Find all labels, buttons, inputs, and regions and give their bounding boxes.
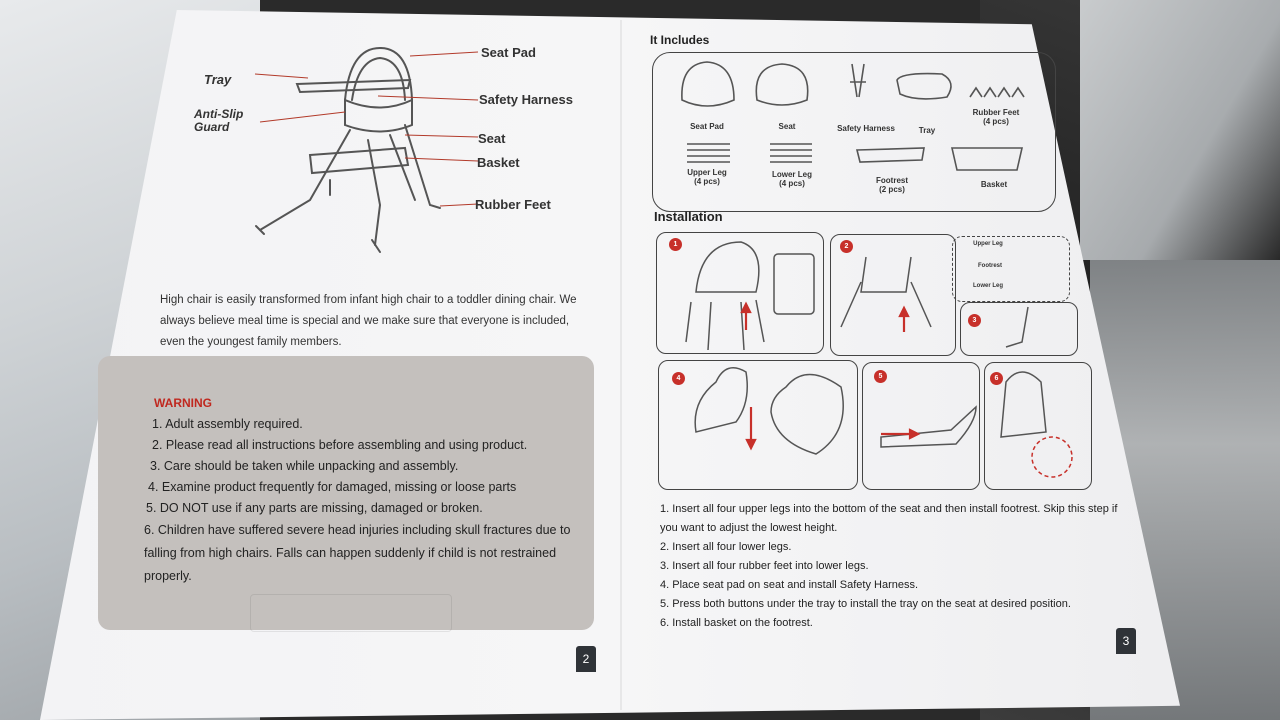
label-basket: Basket (477, 155, 520, 170)
label-tray: Tray (204, 72, 232, 87)
warning-item: 4. Examine product frequently for damage… (148, 480, 517, 494)
part-tray: Tray (918, 126, 936, 135)
installation-illustrations (685, 241, 1073, 478)
step-6-panel (984, 362, 1092, 490)
harness-icon (850, 63, 866, 98)
label-seat-pad: Seat Pad (481, 45, 536, 60)
label-seat: Seat (478, 131, 506, 146)
upper-leg-icon (687, 143, 730, 163)
tray-icon (896, 72, 952, 100)
label-anti-slip-guard: Anti-Slip Guard (194, 107, 244, 134)
part-rubber-feet: Rubber Feet (4 pcs) (972, 108, 1020, 126)
lower-leg-icon (770, 143, 812, 163)
step-detail-panel (952, 236, 1070, 302)
installation-steps: 1. Insert all four upper legs into the b… (660, 500, 1120, 633)
page-number-2: 2 (576, 646, 596, 672)
step-4-panel (658, 360, 858, 490)
detail-upper-leg-label: Upper Leg (973, 241, 1003, 247)
warning-item: 2. Please read all instructions before a… (152, 438, 528, 452)
installation-title: Installation (654, 209, 723, 224)
warning-item: 1. Adult assembly required. (152, 417, 303, 431)
step-1-badge: 1 (669, 238, 682, 251)
basket-icon (950, 147, 1024, 171)
high-chair-diagram (254, 46, 479, 253)
step-text: 6. Install basket on the footrest. (660, 617, 813, 629)
step-text: 4. Place seat pad on seat and install Sa… (660, 579, 919, 591)
step-6-badge: 6 (990, 372, 1003, 385)
rubber-feet-icon (969, 86, 1025, 98)
part-safety-harness: Safety Harness (837, 124, 895, 133)
intro-paragraph: High chair is easily transformed from in… (160, 293, 577, 348)
part-basket: Basket (980, 180, 1008, 189)
parts-illustrations (681, 61, 1025, 171)
seat-icon (755, 63, 809, 106)
step-5-panel (862, 362, 980, 490)
step-5-badge: 5 (874, 370, 887, 383)
step-3-badge: 3 (968, 314, 981, 327)
part-seat-pad: Seat Pad (690, 122, 724, 131)
detail-footrest-label: Footrest (978, 263, 1002, 269)
warning-list: 1. Adult assembly required. 2. Please re… (140, 414, 590, 588)
part-lower-leg: Lower Leg (4 pcs) (771, 170, 812, 188)
warning-item: 6. Children have suffered severe head in… (144, 523, 571, 583)
footrest-icon (855, 147, 925, 163)
part-upper-leg: Upper Leg (4 pcs) (687, 168, 727, 186)
step-1-panel (656, 232, 824, 354)
part-footrest: Footrest (2 pcs) (876, 176, 908, 194)
page-fold (620, 20, 622, 710)
step-4-badge: 4 (672, 372, 685, 385)
step-text: 2. Insert all four lower legs. (660, 541, 792, 553)
includes-title: It Includes (650, 33, 710, 47)
warning-item: 3. Care should be taken while unpacking … (150, 459, 459, 473)
label-safety-harness: Safety Harness (479, 92, 573, 107)
step-text: 5. Press both buttons under the tray to … (660, 598, 1071, 610)
warning-item: 5. DO NOT use if any parts are missing, … (146, 501, 483, 515)
faint-footer-box (250, 594, 452, 632)
warning-title: WARNING (154, 396, 212, 410)
detail-lower-leg-label: Lower Leg (972, 283, 1003, 289)
part-seat: Seat (778, 122, 796, 131)
page-number-3: 3 (1116, 628, 1136, 654)
seat-pad-icon (681, 61, 735, 107)
step-text: 3. Insert all four rubber feet into lowe… (660, 560, 869, 572)
step-text: 1. Insert all four upper legs into the b… (660, 503, 1118, 534)
label-rubber-feet: Rubber Feet (475, 197, 551, 212)
plastic-wrap-top-right (1080, 0, 1280, 260)
step-3-panel (960, 302, 1078, 356)
includes-box (652, 52, 1056, 212)
step-2-badge: 2 (840, 240, 853, 253)
warning-box (98, 356, 594, 630)
